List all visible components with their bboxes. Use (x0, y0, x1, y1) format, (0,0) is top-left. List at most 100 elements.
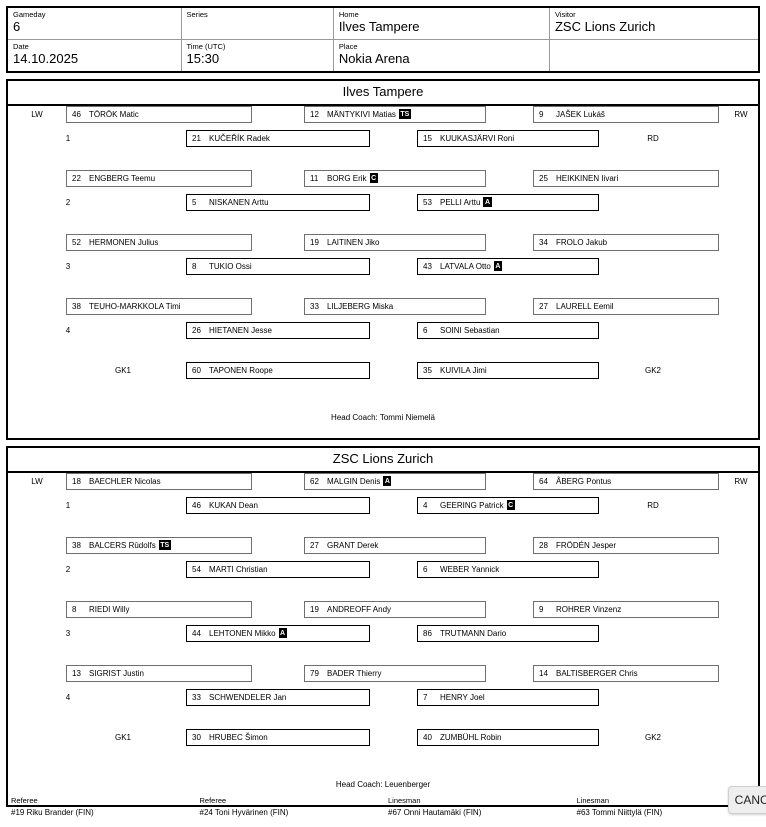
player-name: KUIVILA Jimi (440, 366, 487, 375)
player-badge: A (278, 628, 287, 638)
position-label-lw: LW (31, 110, 43, 119)
official-name: #67 Onni Hautamäki (FIN) (388, 808, 482, 817)
player-number: 6 (423, 326, 428, 335)
player-number: 86 (423, 629, 432, 638)
official-name: #24 Toni Hyvärinen (FIN) (199, 808, 289, 817)
visitor-label: Visitor (554, 10, 576, 19)
player-name: JAŠEK Lukáš (556, 110, 605, 119)
player-name: MARTI Christian (209, 565, 268, 574)
position-label-gk2: GK2 (644, 733, 661, 742)
team-title: ZSC Lions Zurich (8, 448, 758, 473)
player-name: SIGRIST Justin (89, 669, 144, 678)
player-number: 28 (539, 541, 548, 550)
line-number: 1 (65, 134, 71, 143)
player-box[interactable]: 86 TRUTMANN Dario (417, 625, 599, 642)
official-name: #63 Tommi Niittylä (FIN) (576, 808, 663, 817)
player-name: TRUTMANN Dario (440, 629, 507, 638)
official-cell: Referee#19 Riku Brander (FIN) (6, 796, 195, 819)
official-cell: Referee#24 Toni Hyvärinen (FIN) (195, 796, 384, 819)
player-number: 62 (310, 477, 319, 486)
player-name: RIEDI Willy (89, 605, 130, 614)
line-number: 2 (65, 198, 71, 207)
player-number: 21 (192, 134, 201, 143)
player-number: 52 (72, 238, 81, 247)
player-box[interactable]: 21 KUČEŘÍK Radek (186, 130, 370, 147)
place-overflow-label (555, 42, 753, 51)
player-number: 15 (423, 134, 432, 143)
line-number: 3 (65, 629, 71, 638)
player-number: 38 (72, 541, 81, 550)
player-name: ZUMBÜHL Robin (440, 733, 502, 742)
cancel-button[interactable]: CANCEL (728, 786, 766, 814)
home-value: Ilves Tampere (338, 19, 420, 34)
player-name: ANDREOFF Andy (327, 605, 392, 614)
player-name: GRANT Derek (327, 541, 379, 550)
position-label-rw: RW (734, 110, 748, 119)
player-name: LILJEBERG Miska (327, 302, 394, 311)
player-badge: C (506, 500, 515, 510)
player-name: GEERING Patrick (440, 501, 504, 510)
player-name: SOINI Sebastian (440, 326, 500, 335)
series-label: Series (186, 10, 208, 19)
player-name: KUČEŘÍK Radek (209, 134, 270, 143)
line-number: 2 (65, 565, 71, 574)
player-number: 27 (539, 302, 548, 311)
player-number: 26 (192, 326, 201, 335)
meta-cell-home: Home Ilves Tampere (332, 6, 550, 40)
position-label-rd: RD (647, 134, 659, 143)
place-value: Nokia Arena (338, 51, 410, 66)
player-box[interactable]: 6 SOINI Sebastian (417, 322, 599, 339)
official-cell: Linesman#63 Tommi Niittylä (FIN) (572, 796, 761, 819)
player-name: TUKIO Ossi (209, 262, 252, 271)
player-number: 46 (192, 501, 201, 510)
